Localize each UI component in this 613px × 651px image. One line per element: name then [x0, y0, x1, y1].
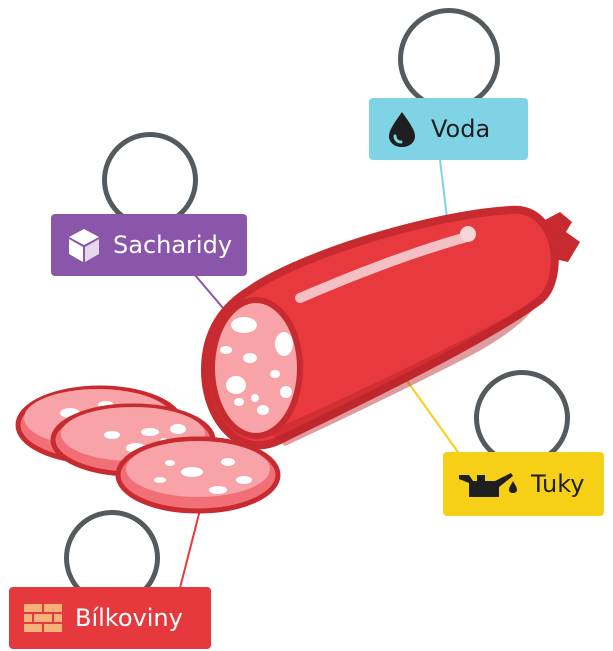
cube-icon	[67, 227, 101, 263]
connector-carbs	[195, 275, 223, 308]
label-fats: Tuky	[443, 452, 604, 516]
bricks-icon	[23, 603, 63, 633]
water-drop-icon	[385, 110, 419, 148]
label-fats-text: Tuky	[531, 470, 584, 498]
connector-water	[440, 160, 447, 218]
connector-fats	[405, 378, 460, 455]
label-water-text: Voda	[431, 115, 490, 143]
salami-slice-3	[118, 439, 278, 511]
label-proteins: Bílkoviny	[9, 587, 211, 649]
connector-proteins	[180, 510, 200, 588]
oil-can-icon	[455, 467, 519, 501]
label-carbs-text: Sacharidy	[113, 231, 232, 259]
label-water: Voda	[369, 98, 528, 160]
label-carbs: Sacharidy	[51, 214, 247, 276]
answer-circle-water[interactable]	[398, 8, 500, 110]
label-proteins-text: Bílkoviny	[75, 604, 183, 632]
